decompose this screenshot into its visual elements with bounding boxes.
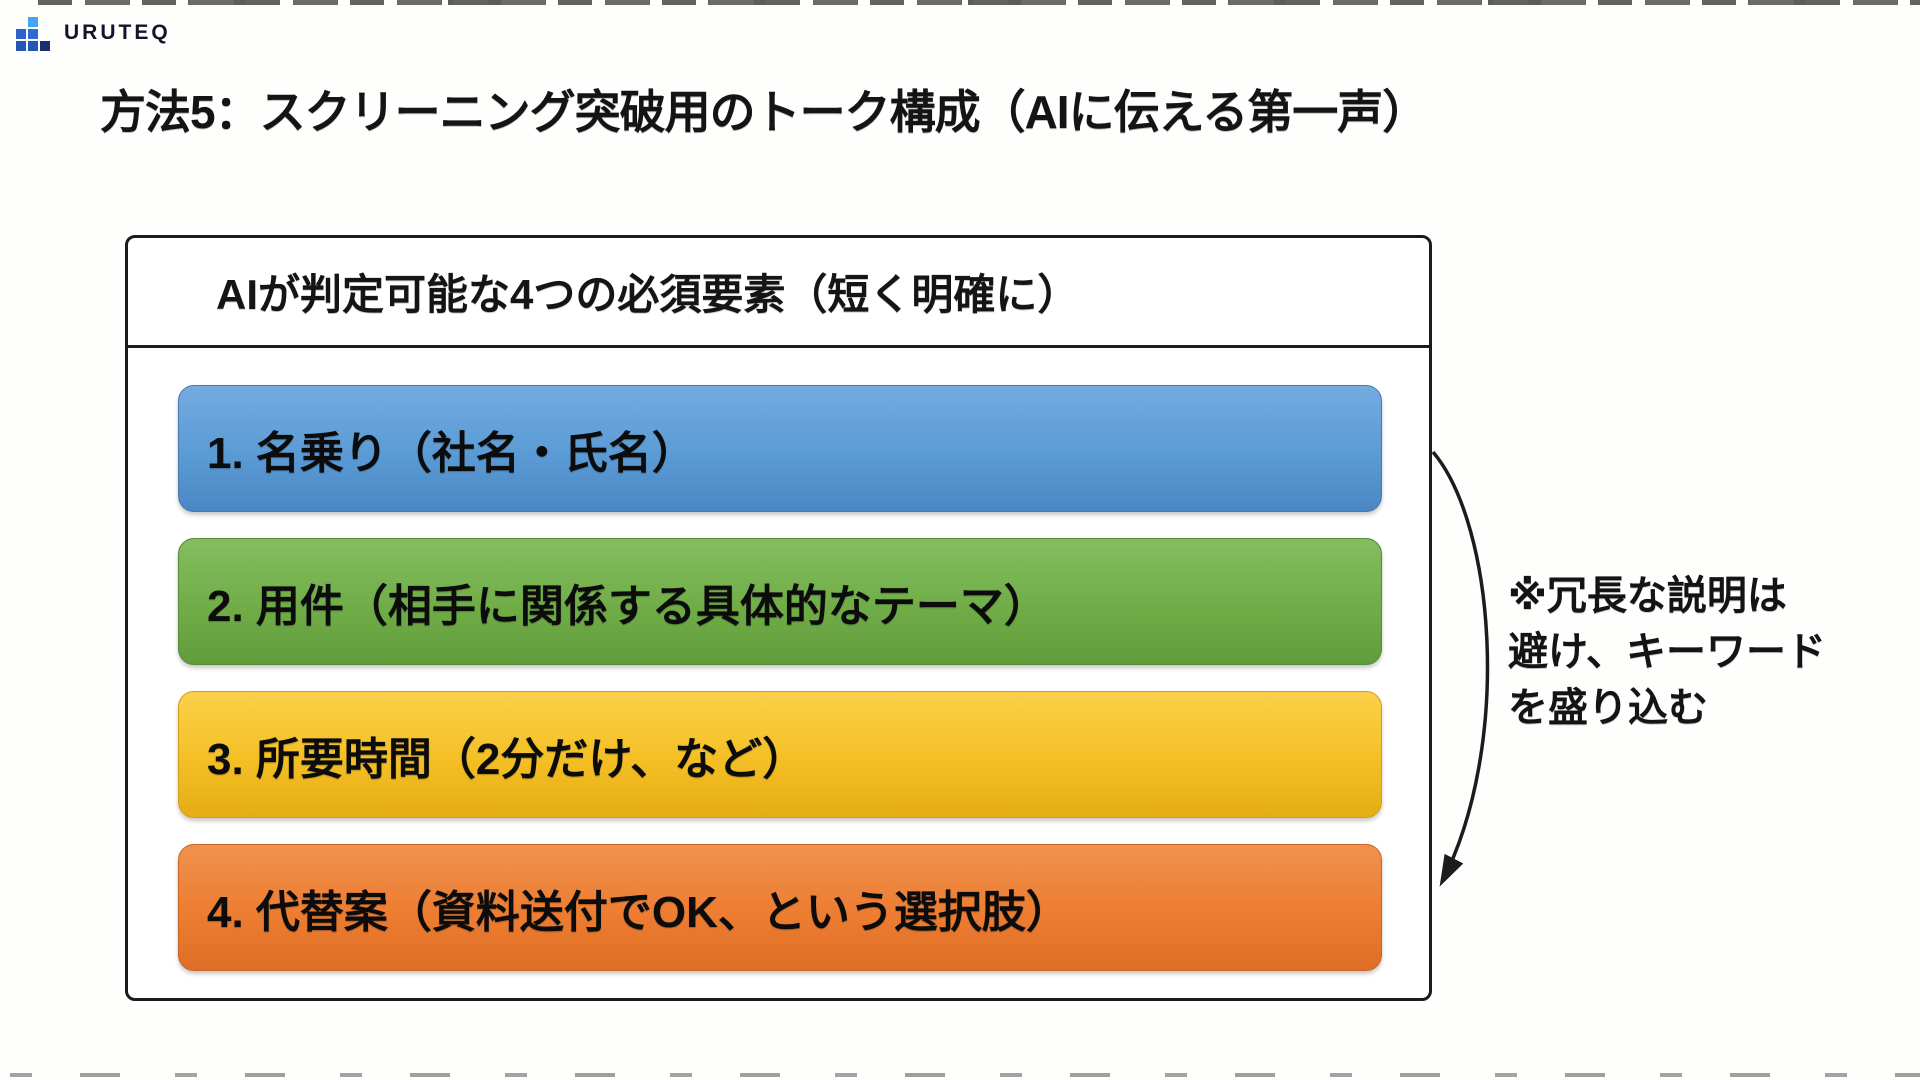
logo-square <box>16 41 26 51</box>
step-bar-label: 4. 代替案（資料送付でOK、という選択肢） <box>207 887 1070 937</box>
steps-list: 1. 名乗り（社名・氏名） 2. 用件（相手に関係する具体的なテーマ） 3. 所… <box>128 348 1429 971</box>
side-note-line: を盛り込む <box>1508 686 1708 730</box>
logo-square <box>16 29 26 39</box>
step-bar-label: 1. 名乗り（社名・氏名） <box>207 428 696 478</box>
logo-square <box>40 41 50 51</box>
logo-bars-icon <box>14 13 54 53</box>
video-artifact-top <box>38 0 1920 5</box>
step-bar-label: 2. 用件（相手に関係する具体的なテーマ） <box>207 581 1048 631</box>
curved-arrow-icon <box>1431 450 1490 887</box>
step-bar-1: 1. 名乗り（社名・氏名） <box>178 385 1382 512</box>
side-note: ※冗長な説明は 避け、キーワード を盛り込む <box>1508 568 1826 736</box>
logo-text: URUTEQ <box>64 21 171 44</box>
logo-square <box>28 17 38 27</box>
video-artifact-bottom <box>10 1073 1920 1077</box>
content-panel: AIが判定可能な4つの必須要素（短く明確に） 1. 名乗り（社名・氏名） 2. … <box>125 235 1432 1001</box>
logo-square <box>28 41 38 51</box>
page-title: 方法5：スクリーニング突破用のトーク構成（AIに伝える第一声） <box>100 86 1428 138</box>
panel-header-title: AIが判定可能な4つの必須要素（短く明確に） <box>216 271 1080 318</box>
step-bar-2: 2. 用件（相手に関係する具体的なテーマ） <box>178 538 1382 665</box>
side-note-line: 避け、キーワード <box>1508 630 1826 674</box>
logo-square <box>28 29 38 39</box>
panel-header: AIが判定可能な4つの必須要素（短く明確に） <box>128 238 1429 348</box>
side-note-line: ※冗長な説明は <box>1508 574 1787 618</box>
logo: URUTEQ <box>14 12 171 54</box>
step-bar-3: 3. 所要時間（2分だけ、など） <box>178 691 1382 818</box>
step-bar-label: 3. 所要時間（2分だけ、など） <box>207 734 807 784</box>
step-bar-4: 4. 代替案（資料送付でOK、という選択肢） <box>178 844 1382 971</box>
